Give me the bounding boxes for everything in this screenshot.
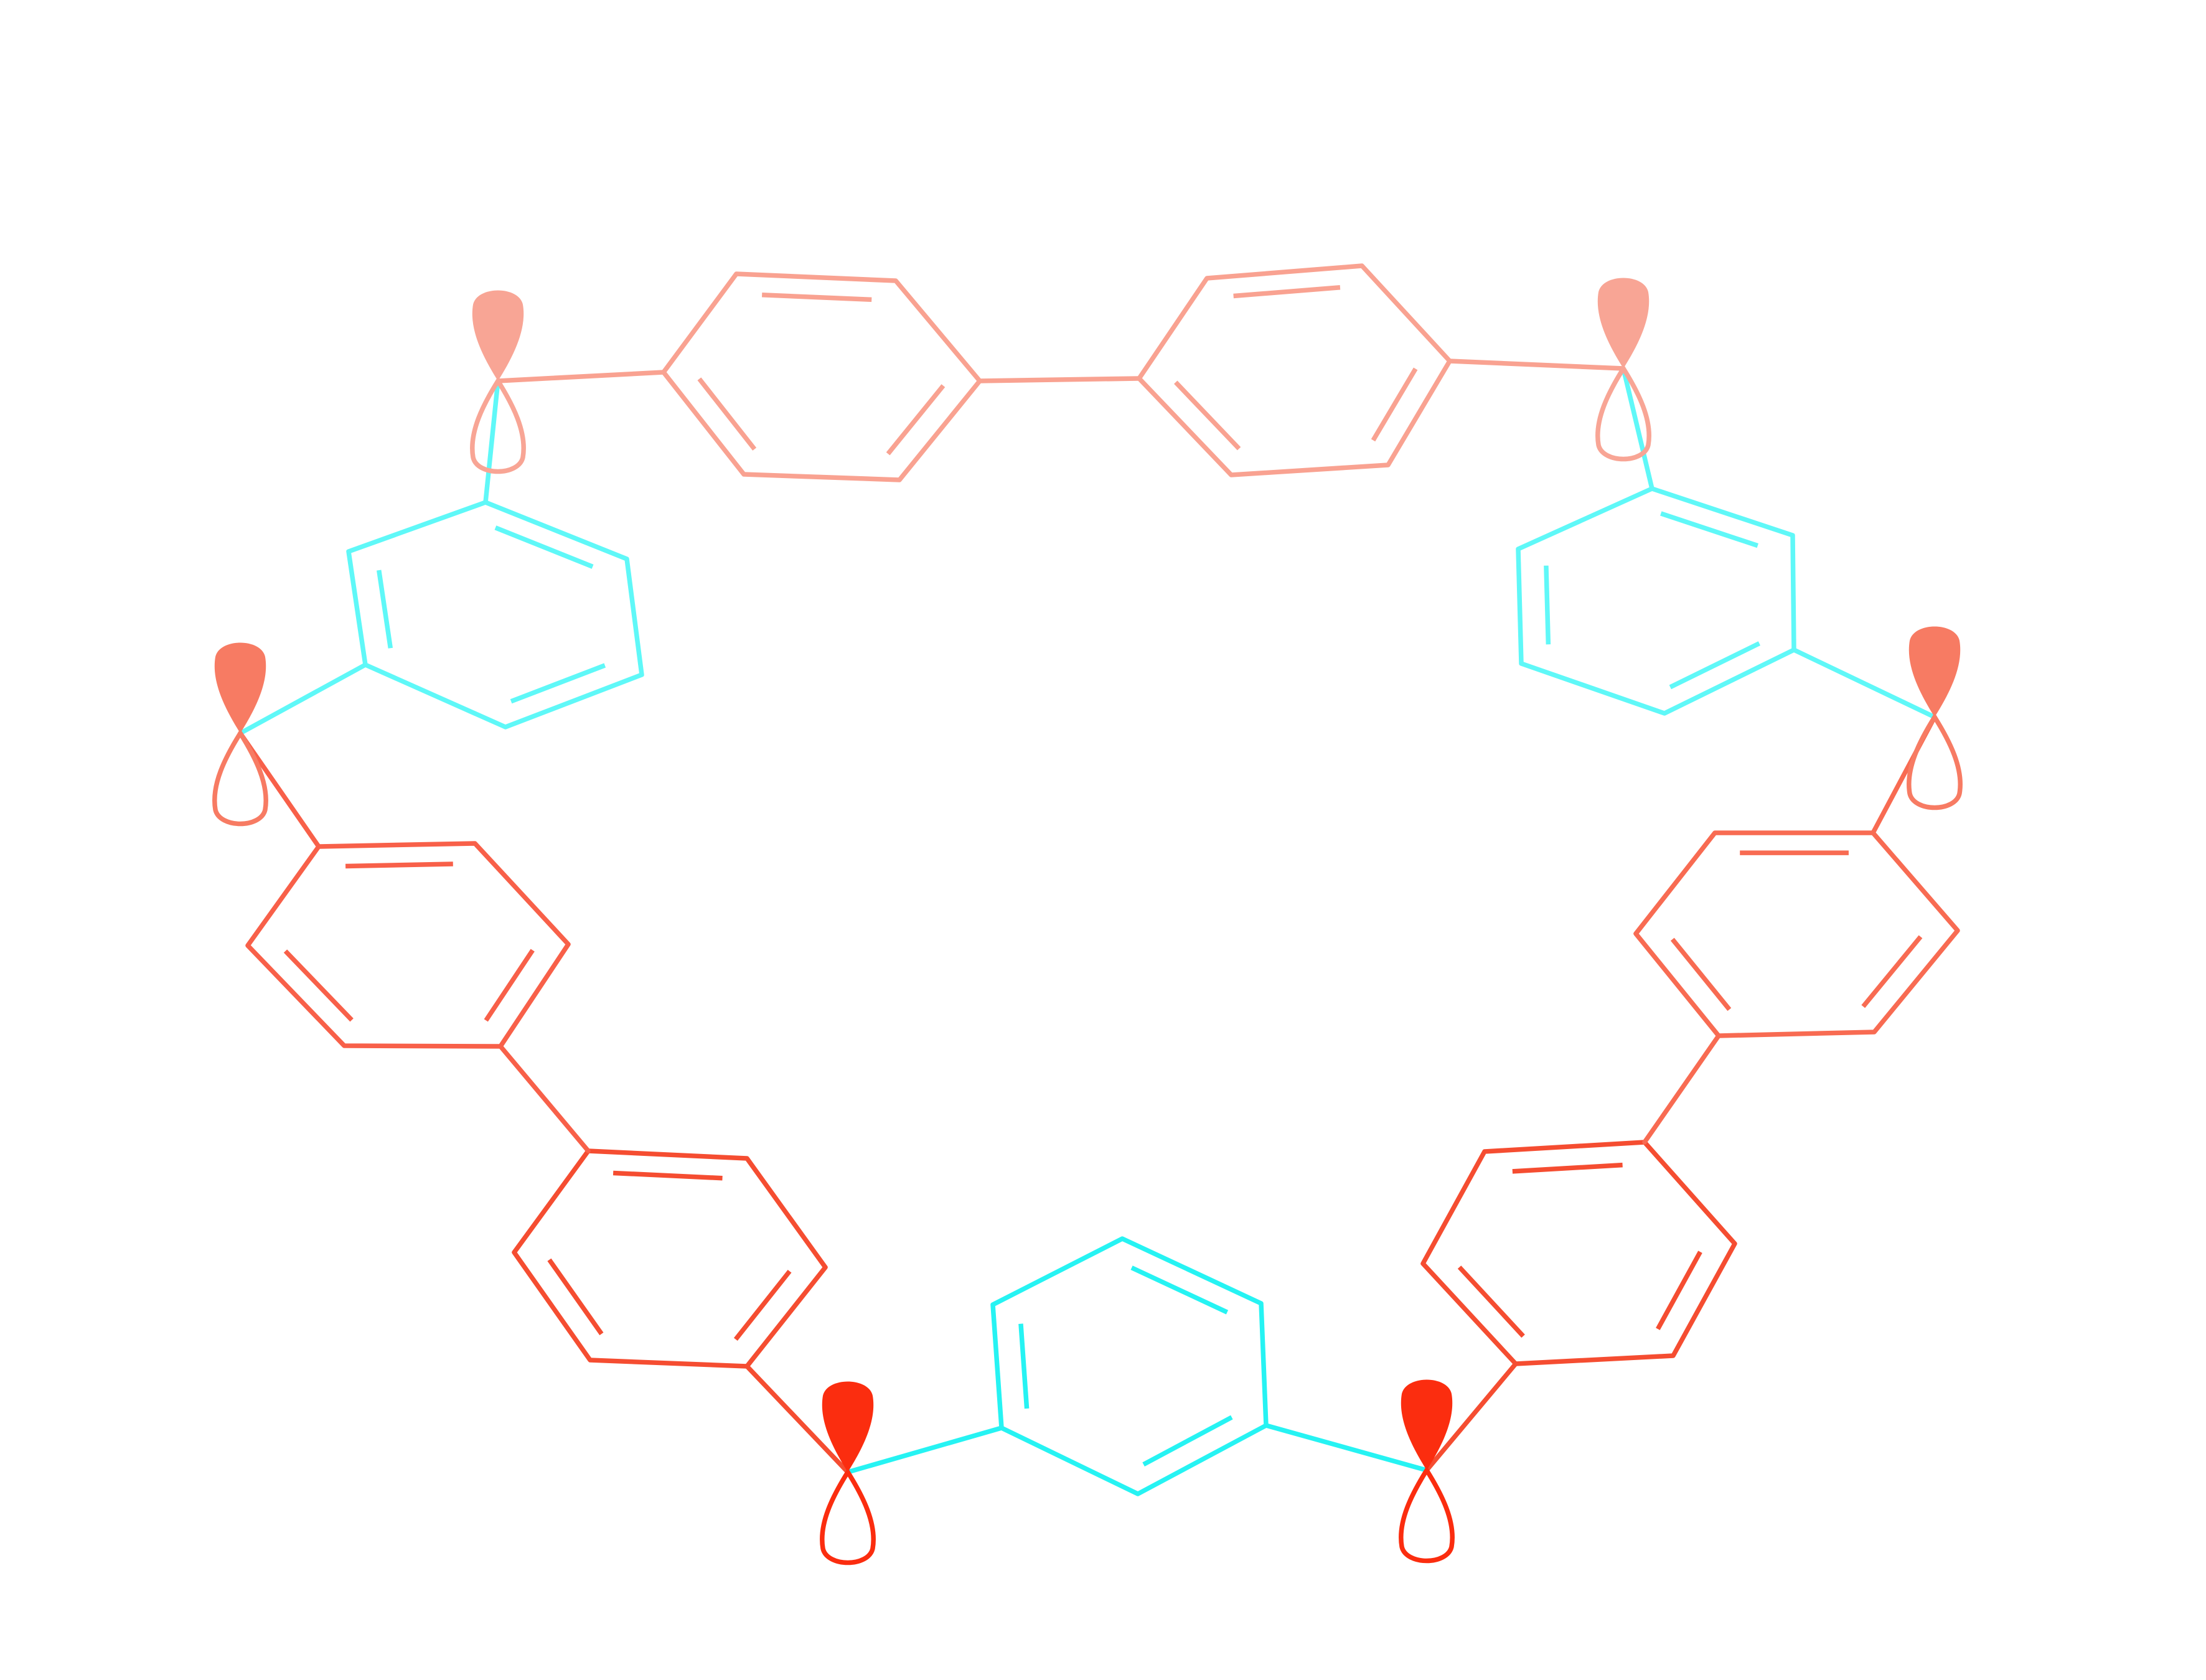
ring-right-2 [1420,1140,1737,1366]
bond-mid-left-radical-meta [238,662,368,736]
ring-right-1 [1633,830,1960,1038]
ring-meta-top-right [1516,486,1796,716]
bond-top-left-radical-meta [483,378,500,505]
ring-left-2-outline [512,1148,828,1369]
radical-top-left-lobe-filled [472,290,524,381]
radical-top-right-orbital [1595,278,1651,462]
bond-bottom-left-radical-ring [744,1364,850,1475]
ring-meta-top-right-double-bond-0 [1660,511,1758,548]
ring-right-1-double-bond-1 [1861,935,1923,1008]
radical-bottom-right-orbital [1399,1379,1455,1564]
ring-right-1-outline [1633,830,1960,1038]
ring-left-2-double-bond-1 [733,1269,792,1341]
ring-meta-bottom-outline [990,1236,1269,1496]
ring-left-1 [245,841,571,1049]
ring-meta-bottom-double-bond-0 [1130,1265,1229,1315]
bond-biphenyl-top-center [977,376,1142,383]
radical-top-left-lobe-open [470,376,526,474]
orbitals-layer [212,278,1963,1565]
ring-top-1 [661,271,982,482]
radical-mid-left-orbital [212,642,268,827]
ring-right-2-double-bond-1 [1656,1251,1702,1330]
ring-right-2-double-bond-0 [1512,1162,1623,1174]
ring-top-1-double-bond-1 [886,384,946,456]
ring-top-2-double-bond-1 [1371,367,1418,442]
ring-meta-bottom [990,1236,1269,1496]
radical-mid-right-orbital [1907,626,1963,810]
ring-meta-top-right-outline [1516,486,1796,716]
bond-mid-right-radical-meta [1791,647,1937,720]
ring-top-1-double-bond-2 [697,377,757,451]
radical-mid-right-lobe-filled [1908,626,1961,717]
bond-left-biphenyl-center [498,1044,591,1153]
ring-meta-top-right-double-bond-1 [1669,641,1761,690]
ring-left-2-double-bond-0 [613,1170,723,1181]
bond-bottom-left-radical-meta [845,1425,1004,1475]
radical-bottom-left-orbital [820,1381,876,1565]
radical-bottom-right-lobe-filled [1401,1379,1453,1470]
radical-mid-left-lobe-open [212,728,268,827]
ring-meta-top-left-double-bond-1 [510,663,606,704]
bond-bottom-right-radical-meta [1264,1423,1429,1473]
ring-meta-top-left-outline [346,500,644,730]
ring-left-2 [512,1148,828,1369]
ring-left-1-double-bond-0 [345,861,453,869]
ring-meta-bottom-double-bond-2 [1018,1323,1030,1409]
ring-meta-top-right-double-bond-2 [1544,565,1551,645]
ring-left-1-double-bond-2 [283,949,354,1022]
ring-right-2-double-bond-2 [1457,1265,1525,1338]
radical-mid-left-lobe-filled [214,642,266,733]
bond-bottom-right-radical-ring [1424,1361,1518,1473]
bonds-layer [238,263,1960,1496]
bond-top-right-radical-ring [1447,359,1626,371]
ring-left-1-double-bond-1 [484,949,535,1022]
ring-left-1-outline [245,841,571,1049]
radical-top-right-lobe-open [1595,364,1651,462]
bond-top-right-radical-meta [1621,366,1654,491]
ring-top-1-outline [661,271,982,482]
ring-meta-top-left [346,500,644,730]
radical-bottom-left-lobe-open [820,1467,876,1565]
radical-mid-right-lobe-open [1907,712,1963,810]
ring-top-2-double-bond-2 [1174,380,1241,451]
ring-top-1-double-bond-0 [761,293,872,303]
bond-right-biphenyl-center [1642,1033,1721,1145]
radical-top-left-orbital [470,290,526,474]
radical-bottom-right-lobe-open [1399,1465,1455,1564]
ring-right-1-double-bond-2 [1670,937,1732,1011]
ring-top-2-double-bond-0 [1233,285,1341,299]
ring-left-2-double-bond-2 [547,1258,604,1336]
radical-top-right-lobe-filled [1597,278,1650,368]
ring-top-2 [1137,263,1452,477]
ring-meta-bottom-double-bond-1 [1142,1415,1233,1466]
ring-right-2-outline [1420,1140,1737,1366]
ring-meta-top-left-double-bond-2 [377,570,393,649]
bond-top-left-radical-ring [495,370,666,383]
radical-bottom-left-lobe-filled [822,1381,874,1472]
ring-top-2-outline [1137,263,1452,477]
ring-meta-top-left-double-bond-0 [494,525,594,569]
